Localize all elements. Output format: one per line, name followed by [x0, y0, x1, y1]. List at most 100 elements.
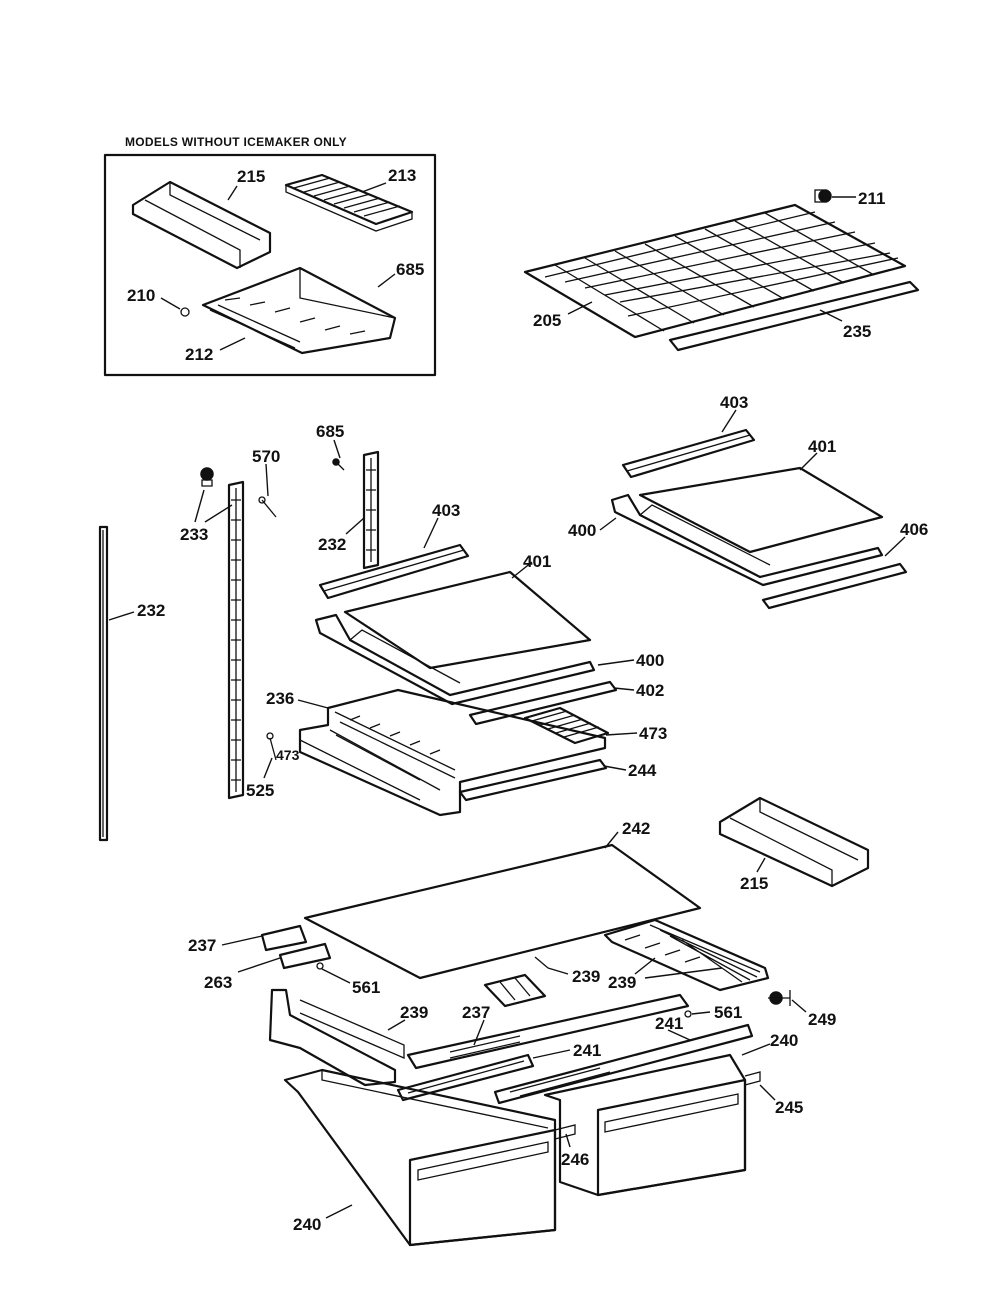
door-bucket-215	[718, 796, 870, 888]
callout-249: 249	[808, 1010, 836, 1029]
crisper-pan-240-left	[283, 1068, 557, 1247]
leader-525	[263, 757, 273, 779]
leader-249	[791, 999, 807, 1013]
leader-406	[884, 536, 906, 557]
pan-track-241-left	[396, 1053, 535, 1102]
clip-561-left	[316, 962, 324, 970]
leader-245	[759, 1084, 776, 1101]
leader-400b	[597, 659, 635, 666]
callout-570: 570	[252, 447, 280, 466]
leader-233a	[194, 489, 205, 523]
leader-232b	[345, 517, 365, 535]
leader-263	[237, 957, 281, 973]
leader-401a	[799, 452, 818, 471]
callout-215b: 215	[740, 874, 768, 893]
callout-402: 402	[636, 681, 664, 700]
callout-263: 263	[204, 973, 232, 992]
leader-402	[613, 687, 635, 691]
leader-685a	[377, 273, 396, 288]
leader-239a	[547, 967, 569, 975]
callout-241b: 241	[655, 1014, 683, 1033]
leader-232a	[108, 611, 135, 621]
callout-239a: 239	[572, 967, 600, 986]
leader-246	[565, 1133, 571, 1148]
shelf-frame-400-center	[314, 613, 596, 706]
shelf-rail-406	[761, 562, 908, 610]
callout-205: 205	[533, 311, 561, 330]
leader-212	[219, 337, 246, 351]
leader-241b	[667, 1029, 691, 1041]
screw-210	[180, 307, 190, 317]
leader-240b	[325, 1204, 353, 1219]
icemaker-inset: MODELS WITHOUT ICEMAKER ONLY 215 213 685…	[103, 135, 437, 377]
callout-406: 406	[900, 520, 928, 539]
ice-tray-213	[284, 173, 414, 232]
pan-track-241-right	[493, 1023, 754, 1105]
shelf-ladder-232-long	[227, 480, 245, 800]
leader-240a	[741, 1043, 771, 1056]
clip-561-right	[684, 1010, 692, 1018]
roller-249	[768, 990, 791, 1006]
callout-403a: 403	[720, 393, 748, 412]
leader-215a	[227, 185, 238, 201]
shelf-support-232-left	[98, 525, 109, 842]
clips-239-center	[483, 956, 549, 1008]
callout-245: 245	[775, 1098, 803, 1117]
callout-401a: 401	[808, 437, 836, 456]
callout-401b: 401	[523, 552, 551, 571]
callout-235: 235	[843, 322, 871, 341]
callout-473a: 473	[639, 724, 667, 743]
inset-title: MODELS WITHOUT ICEMAKER ONLY	[125, 135, 347, 149]
callout-210: 210	[127, 286, 155, 305]
shelf-trim-403-center	[318, 543, 470, 600]
shelf-stop-211	[814, 189, 832, 203]
callout-400b: 400	[636, 651, 664, 670]
cover-frame-right	[603, 918, 770, 992]
shelf-rail-402	[468, 680, 618, 726]
cover-glass-242	[303, 843, 702, 980]
callout-241a: 241	[573, 1041, 601, 1060]
callout-239c: 239	[400, 1003, 428, 1022]
pan-handle-246	[554, 1124, 576, 1140]
tray-473	[523, 706, 610, 745]
callout-215a: 215	[237, 167, 265, 186]
leader-237b	[473, 1019, 485, 1046]
pan-assembly-236	[298, 688, 607, 817]
shelf-ladder-232-short	[362, 450, 380, 570]
wire-shelf-205	[523, 203, 907, 339]
callout-561a: 561	[352, 978, 380, 997]
callout-561b: 561	[714, 1003, 742, 1022]
crisper-pan-240-right	[543, 1053, 747, 1197]
callout-237a: 237	[188, 936, 216, 955]
glass-shelf-401-right	[638, 466, 884, 554]
callout-239b: 239	[608, 973, 636, 992]
leader-239b	[634, 957, 656, 975]
leader-205	[567, 301, 593, 315]
leader-242	[604, 831, 619, 849]
center-rail-237	[406, 993, 690, 1070]
leader-400a	[599, 517, 617, 531]
leader-561b	[691, 1011, 711, 1015]
callout-211: 211	[858, 189, 885, 208]
inset-frame	[103, 153, 437, 377]
pan-rail-244	[458, 758, 608, 802]
leader-403a	[721, 409, 737, 433]
callout-240a: 240	[770, 1031, 798, 1050]
leader-244	[603, 765, 627, 771]
callout-525: 525	[246, 781, 274, 800]
shelf-frame-400-right	[610, 493, 884, 587]
callout-212: 212	[185, 345, 213, 364]
leader-213	[361, 182, 387, 193]
leader-237a	[221, 935, 263, 946]
callout-232b: 232	[318, 535, 346, 554]
callout-232a: 232	[137, 601, 165, 620]
callout-233: 233	[180, 525, 208, 544]
leader-685b	[333, 439, 341, 459]
bracket-233	[200, 467, 214, 487]
pan-handle-245	[744, 1071, 761, 1086]
ice-bucket-215	[131, 180, 272, 270]
leader-210	[160, 297, 181, 310]
leader-235	[819, 309, 843, 322]
glass-shelf-401-center	[343, 570, 592, 670]
leader-570	[265, 463, 269, 497]
